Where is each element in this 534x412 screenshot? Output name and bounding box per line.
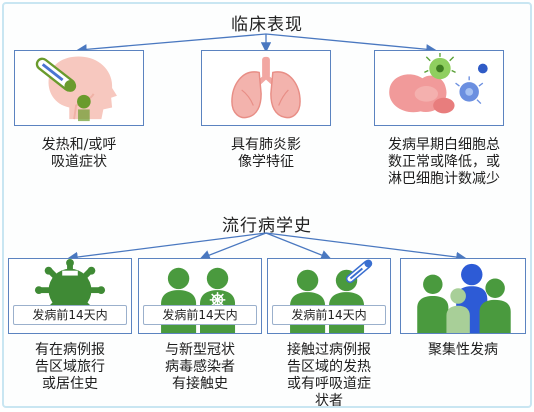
epi-tag-1: 发病前14天内: [143, 305, 257, 325]
epi-tag-2: 发病前14天内: [272, 305, 386, 325]
epi-caption-0: 有在病例报 告区域旅行 或居住史: [35, 342, 105, 392]
clinical-box-fever: [14, 50, 144, 126]
clinical-box-lungs: [201, 50, 331, 126]
epi-box-contact-fever: 发病前14天内: [267, 258, 391, 334]
clinical-caption-2: 发病早期白细胞总 数正常或降低，或 淋巴细胞计数减少: [388, 137, 500, 187]
clinical-caption-1: 具有肺炎影 像学特征: [231, 137, 301, 170]
epi-box-contact-case: 发病前14天内: [138, 258, 262, 334]
clinical-title: 临床表现: [231, 15, 303, 35]
clinical-caption-0: 发热和/或呼 吸道症状: [41, 137, 117, 170]
epi-box-travel: 发病前14天内: [8, 258, 132, 334]
virus-icon: [34, 259, 106, 320]
epi-tag-0: 发病前14天内: [13, 305, 127, 325]
clinical-box-cells: [374, 50, 504, 126]
diagram-canvas: 临床表现: [2, 2, 532, 408]
epi-caption-3: 聚集性发病: [428, 342, 498, 358]
epidemiology-title: 流行病学史: [222, 216, 312, 236]
fever-head-icon: [35, 56, 117, 122]
lungs-icon: [231, 56, 301, 119]
epi-caption-2: 接触过病例报 告区域的发热 或有呼吸道症 状者: [287, 342, 371, 408]
epi-box-cluster: [400, 258, 526, 334]
epi-caption-1: 与新型冠状 病毒感染者 有接触史: [165, 342, 235, 392]
cluster-people-icon: [417, 263, 511, 333]
blood-cells-icon: [389, 52, 488, 114]
